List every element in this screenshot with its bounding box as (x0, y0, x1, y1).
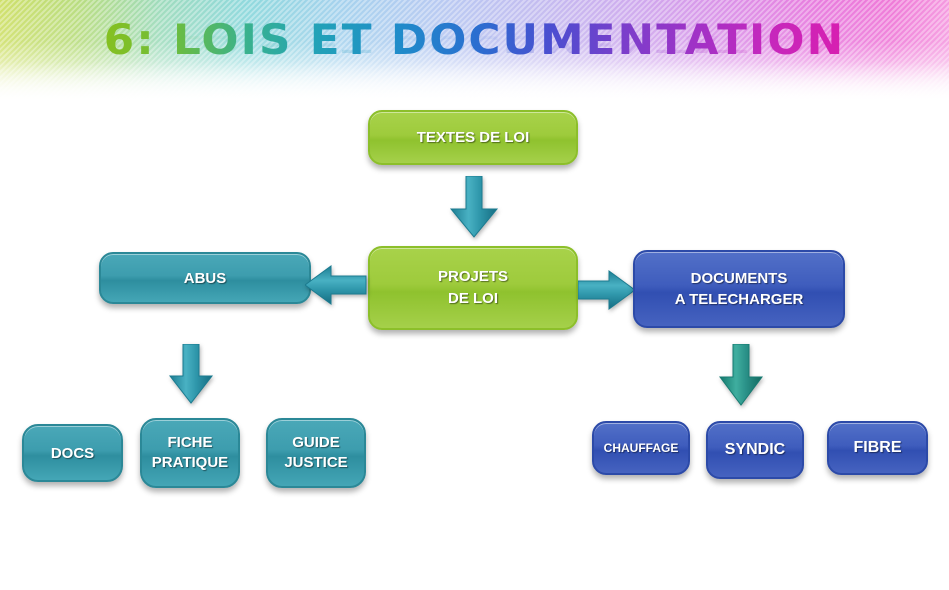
node-abus[interactable]: ABUS (99, 252, 311, 304)
node-label-syndic: SYNDIC (724, 441, 786, 458)
node-textes-de-loi[interactable]: TEXTES DE LOI (368, 110, 578, 165)
node-projets-de-loi[interactable]: PROJETS DE LOI (368, 246, 578, 330)
node-guide-justice[interactable]: GUIDE JUSTICE (266, 418, 366, 488)
node-syndic[interactable]: SYNDIC (706, 421, 804, 479)
arrow-projets-to-abus (305, 264, 367, 306)
arrow-projets-to-documents (578, 270, 636, 310)
node-chauffage[interactable]: CHAUFFAGE (592, 421, 690, 475)
arrow-textes-to-projets (449, 176, 499, 238)
node-documents-a-telecharger[interactable]: DOCUMENTS A TELECHARGER (633, 250, 845, 328)
node-label-textes-de-loi: TEXTES DE LOI (416, 129, 530, 146)
page-title-text: 6: LOIS ET DOCUMENTATION (103, 15, 846, 64)
node-label-projets-de-loi: PROJETS DE LOI (437, 268, 509, 307)
page-title: 6: LOIS ET DOCUMENTATION (0, 14, 949, 96)
node-label-guide-justice: GUIDE JUSTICE (284, 434, 348, 471)
node-fiche-pratique[interactable]: FICHE PRATIQUE (140, 418, 240, 488)
node-label-fibre: FIBRE (853, 439, 902, 456)
node-label-chauffage: CHAUFFAGE (603, 441, 679, 455)
arrow-abus-to-fiche (168, 344, 214, 404)
node-docs[interactable]: DOCS (22, 424, 123, 482)
arrow-documents-to-syndic (718, 344, 764, 406)
node-label-abus: ABUS (183, 269, 227, 287)
node-label-documents-a-telecharger: DOCUMENTS A TELECHARGER (674, 270, 804, 308)
node-fibre[interactable]: FIBRE (827, 421, 928, 475)
header-bottom-fade (0, 62, 949, 104)
node-label-docs: DOCS (50, 444, 95, 462)
node-label-fiche-pratique: FICHE PRATIQUE (151, 434, 229, 471)
slide-header-banner: 6: LOIS ET DOCUMENTATION 6: LOIS ET DOCU… (0, 0, 949, 104)
